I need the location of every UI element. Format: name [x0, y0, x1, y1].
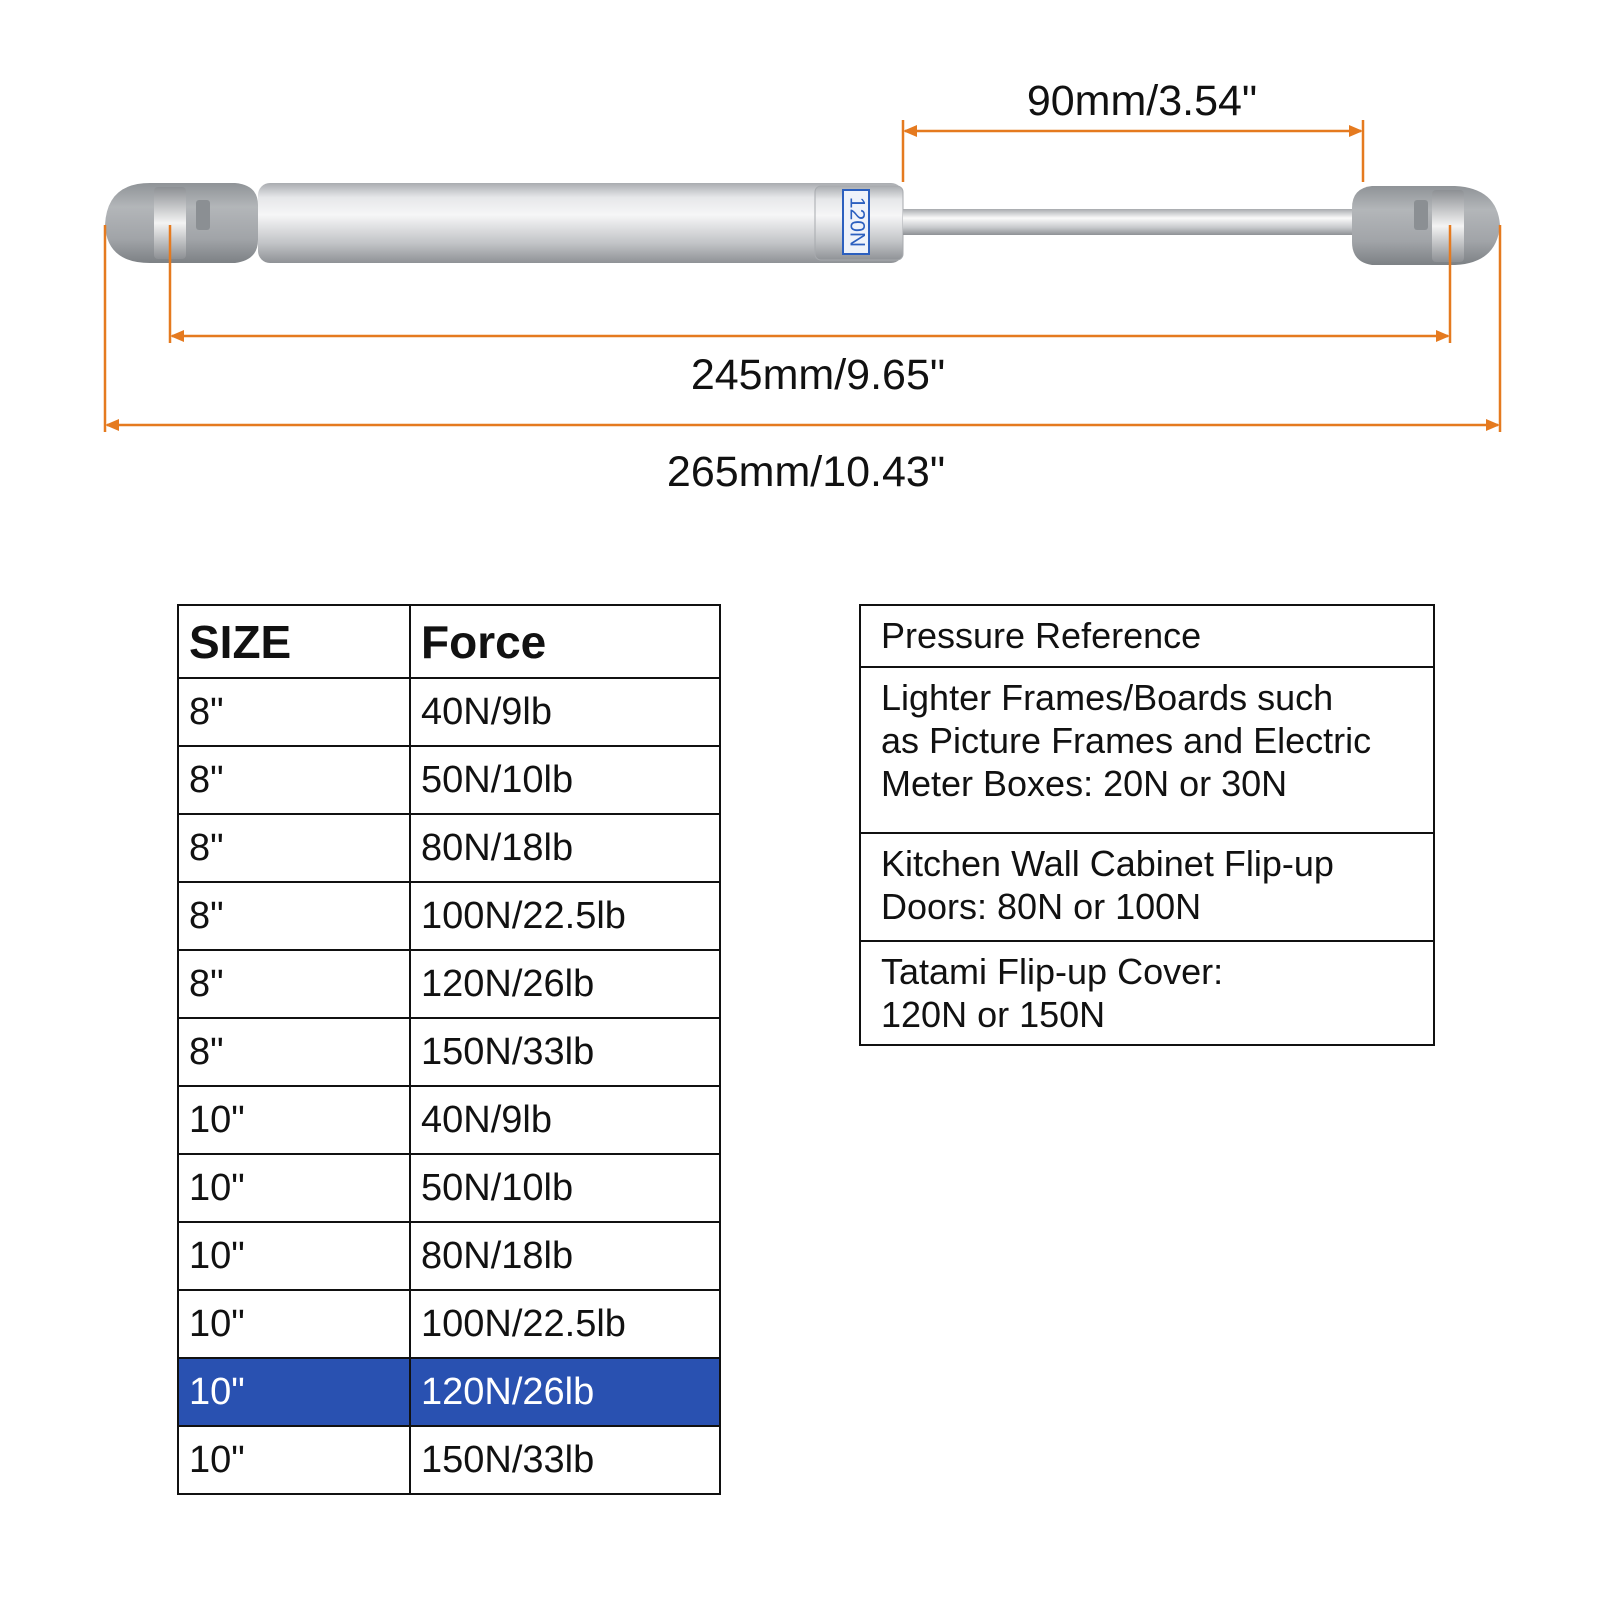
size-force-row: 10"80N/18lb	[177, 1221, 721, 1291]
left-mount-pin	[154, 187, 186, 259]
size-force-row: 10"40N/9lb	[177, 1085, 721, 1155]
force-cell: 40N/9lb	[409, 677, 721, 747]
cylinder-body: 120N	[258, 183, 904, 263]
pressure-reference-line: Meter Boxes: 20N or 30N	[881, 763, 1288, 804]
size-force-header-row: SIZE Force	[177, 604, 721, 679]
force-marking-label	[842, 189, 870, 255]
pressure-reference-line: Tatami Flip-up Cover:	[881, 951, 1224, 992]
dimension-lines	[103, 120, 1502, 432]
pressure-reference-table: Pressure Reference Lighter Frames/Boards…	[859, 604, 1435, 1046]
pressure-reference-line: Kitchen Wall Cabinet Flip-up	[881, 843, 1334, 884]
force-cell: 100N/22.5lb	[409, 1289, 721, 1359]
force-cell: 50N/10lb	[409, 1153, 721, 1223]
size-force-row: 8"50N/10lb	[177, 745, 721, 815]
gas-strut-diagram: 120N	[103, 120, 1502, 432]
pressure-reference-line: as Picture Frames and Electric	[881, 720, 1372, 761]
size-cell: 8"	[177, 881, 411, 951]
size-cell: 10"	[177, 1357, 411, 1427]
size-force-row: 8"150N/33lb	[177, 1017, 721, 1087]
pressure-reference-cell: Lighter Frames/Boards such as Picture Fr…	[859, 666, 1435, 834]
center-to-center-length-label: 245mm/9.65"	[690, 351, 946, 399]
force-cell: 100N/22.5lb	[409, 881, 721, 951]
size-cell: 10"	[177, 1425, 411, 1495]
force-cell: 150N/33lb	[409, 1425, 721, 1495]
size-force-row: 8"120N/26lb	[177, 949, 721, 1019]
force-marking-text: 120N	[845, 197, 868, 247]
pressure-reference-line: 120N or 150N	[881, 994, 1106, 1035]
size-cell: 8"	[177, 745, 411, 815]
force-cell: 150N/33lb	[409, 1017, 721, 1087]
pressure-reference-cell: Tatami Flip-up Cover: 120N or 150N	[859, 940, 1435, 1046]
size-force-row: 8"100N/22.5lb	[177, 881, 721, 951]
force-column-header: Force	[409, 604, 721, 679]
stroke-length-label: 90mm/3.54"	[1026, 77, 1258, 125]
force-cell: 120N/26lb	[409, 1357, 721, 1427]
force-cell: 50N/10lb	[409, 745, 721, 815]
size-cell: 8"	[177, 1017, 411, 1087]
size-cell: 10"	[177, 1289, 411, 1359]
left-end-fitting	[105, 183, 258, 263]
pressure-reference-line: Lighter Frames/Boards such	[881, 677, 1334, 718]
size-cell: 10"	[177, 1153, 411, 1223]
pressure-reference-row: Tatami Flip-up Cover: 120N or 150N	[859, 940, 1435, 1046]
size-force-row: 8"80N/18lb	[177, 813, 721, 883]
overall-length-label: 265mm/10.43"	[666, 448, 946, 496]
right-end-fitting	[1352, 186, 1500, 265]
force-cell: 80N/18lb	[409, 1221, 721, 1291]
pressure-reference-header-row: Pressure Reference	[859, 604, 1435, 668]
size-cell: 8"	[177, 949, 411, 1019]
right-mount-pin	[1432, 190, 1464, 262]
size-column-header: SIZE	[177, 604, 411, 679]
size-force-row: 10"50N/10lb	[177, 1153, 721, 1223]
pressure-reference-row: Kitchen Wall Cabinet Flip-up Doors: 80N …	[859, 832, 1435, 942]
size-cell: 8"	[177, 813, 411, 883]
pressure-reference-row: Lighter Frames/Boards such as Picture Fr…	[859, 666, 1435, 834]
pressure-reference-cell: Kitchen Wall Cabinet Flip-up Doors: 80N …	[859, 832, 1435, 942]
size-cell: 8"	[177, 677, 411, 747]
force-cell: 40N/9lb	[409, 1085, 721, 1155]
size-cell: 10"	[177, 1085, 411, 1155]
size-cell: 10"	[177, 1221, 411, 1291]
force-cell: 120N/26lb	[409, 949, 721, 1019]
force-cell: 80N/18lb	[409, 813, 721, 883]
pressure-reference-title: Pressure Reference	[859, 604, 1435, 668]
size-force-row: 8"40N/9lb	[177, 677, 721, 747]
pressure-reference-line: Doors: 80N or 100N	[881, 886, 1202, 927]
size-force-row: 10"100N/22.5lb	[177, 1289, 721, 1359]
size-force-row: 10"150N/33lb	[177, 1425, 721, 1495]
piston-rod	[903, 209, 1363, 235]
size-force-row: 10"120N/26lb	[177, 1357, 721, 1427]
